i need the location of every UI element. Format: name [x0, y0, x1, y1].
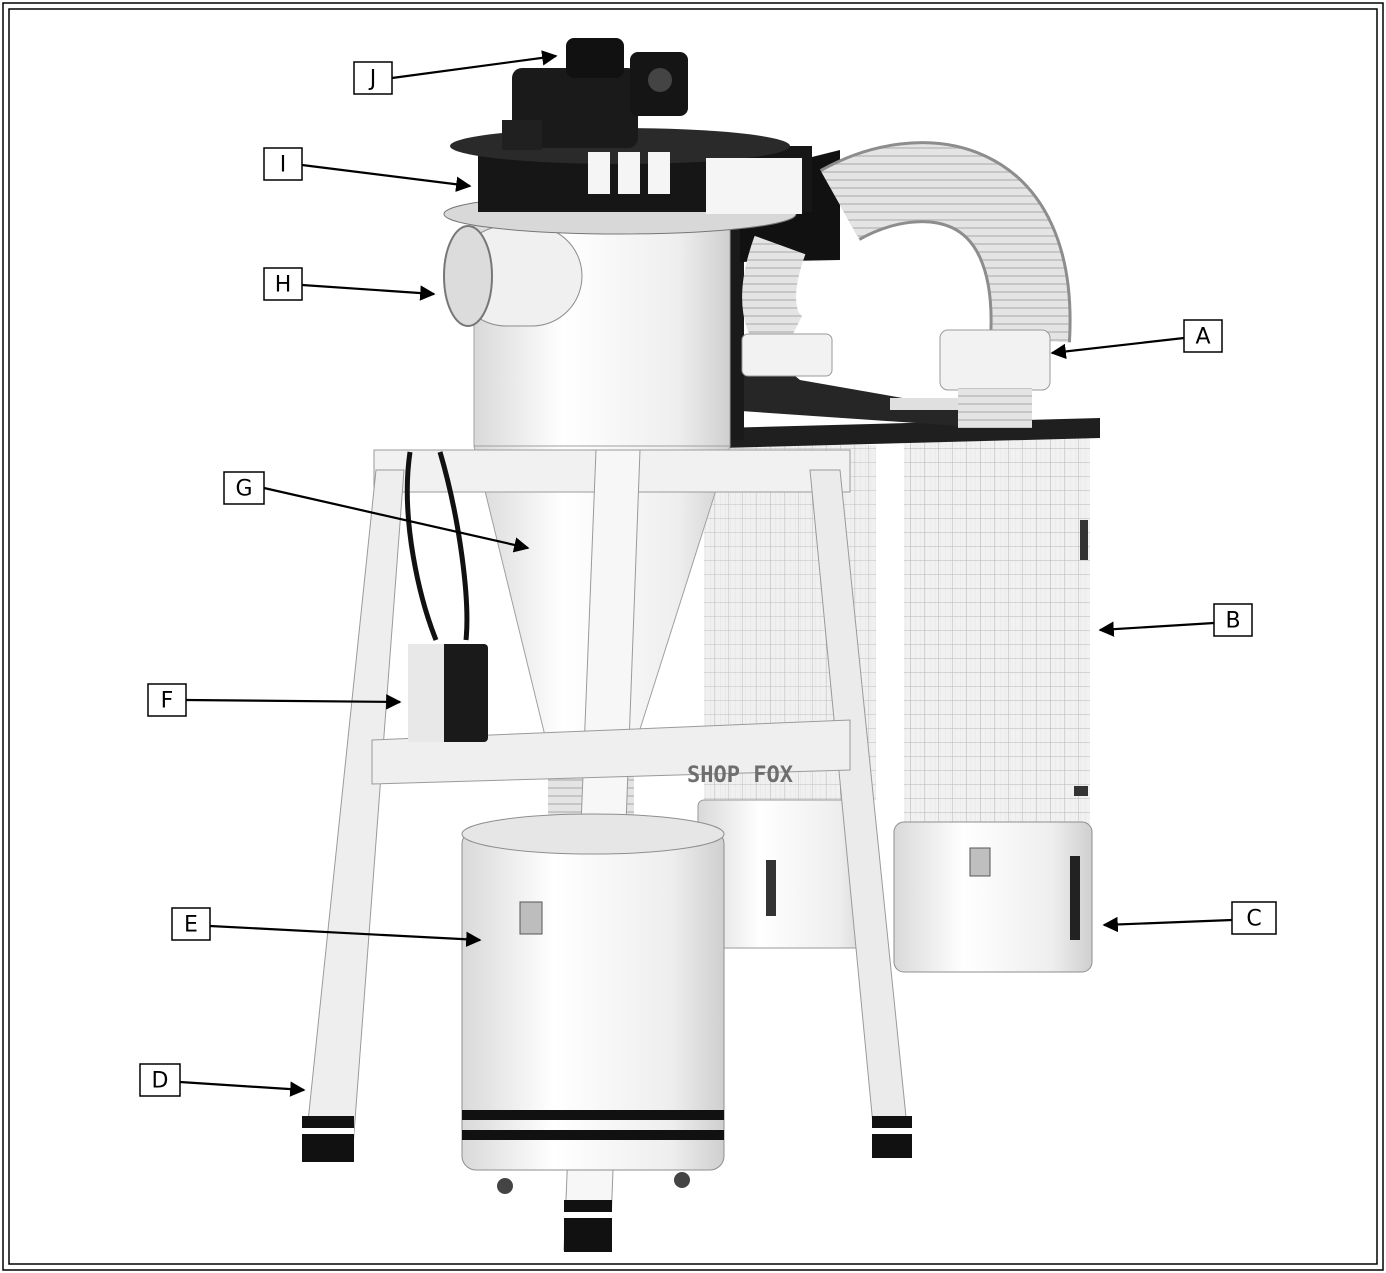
leader-line — [185, 694, 402, 710]
label-box — [1231, 901, 1277, 935]
brand-stencil: SHOP FOX — [687, 763, 793, 788]
collection-drum-filter — [893, 821, 1093, 973]
callout-J: J — [353, 50, 558, 95]
callout-A: A — [1050, 319, 1223, 360]
leader-line — [301, 163, 472, 192]
callout-E: E — [171, 907, 482, 947]
leader-line — [1102, 916, 1233, 933]
callout-label: H — [275, 273, 292, 298]
label-box — [263, 147, 303, 181]
label-box — [139, 1063, 181, 1097]
label-box — [223, 471, 265, 505]
flex-hoses — [741, 141, 1072, 428]
callout-F: F — [147, 683, 402, 717]
callout-label: C — [1246, 907, 1261, 932]
callout-D: D — [139, 1063, 306, 1097]
remote-switch — [404, 451, 488, 742]
callout-H: H — [263, 267, 436, 301]
callout-C: C — [1102, 901, 1277, 935]
callout-label: A — [1195, 325, 1210, 350]
label-box — [1213, 603, 1253, 637]
callout-label: J — [368, 67, 377, 92]
label-box — [263, 267, 303, 301]
callout-label: I — [280, 153, 287, 178]
callout-label: D — [152, 1069, 169, 1094]
callout-label: G — [235, 477, 252, 502]
label-box — [147, 683, 187, 717]
leader-line — [209, 924, 482, 947]
leader-line — [1098, 621, 1215, 637]
leader-line — [301, 283, 436, 301]
leader-line — [263, 486, 530, 553]
leader-line — [1050, 336, 1185, 360]
callout-G: G — [223, 471, 530, 553]
leader-line — [391, 50, 558, 80]
callout-label: B — [1225, 609, 1240, 634]
label-box — [353, 61, 393, 95]
callout-label: F — [161, 689, 174, 714]
machine-illustration: SHOP FOX — [302, 38, 1100, 1252]
motor — [502, 38, 688, 150]
canister-filter — [904, 432, 1090, 824]
collection-drum — [461, 813, 725, 1194]
callout-B: B — [1098, 603, 1253, 637]
callout-I: I — [263, 147, 472, 192]
label-box — [171, 907, 211, 941]
leader-line — [179, 1080, 306, 1097]
label-box — [1183, 319, 1223, 353]
callout-label: E — [184, 913, 198, 938]
